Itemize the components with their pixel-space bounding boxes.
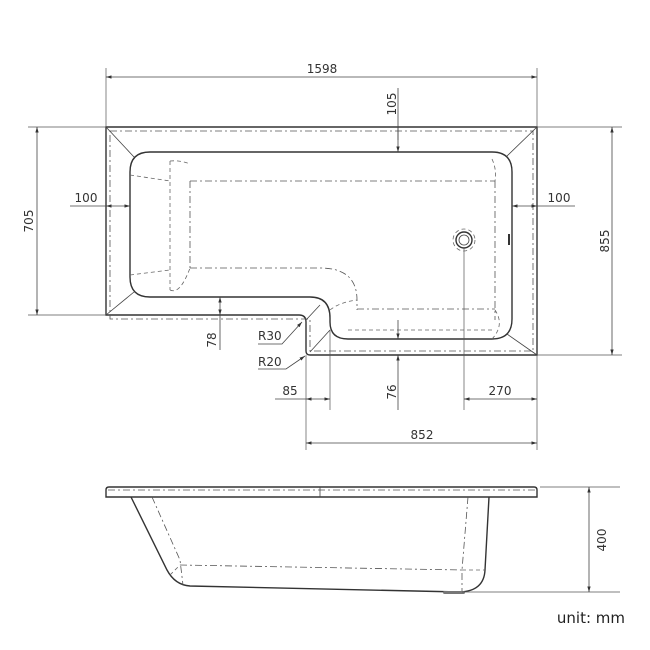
overflow-icon [508, 234, 510, 245]
top-view-dimensions: 1598 105 705 855 100 100 78 R30 R20 85 7… [22, 62, 622, 450]
outer-rim-outline [105, 126, 538, 356]
basin-floor-hidden [189, 180, 496, 320]
dim-rim-top: 105 [385, 93, 399, 116]
side-view [105, 486, 538, 594]
dim-wide-width: 855 [598, 230, 612, 253]
basin-outline [129, 151, 513, 340]
dim-wide-length: 852 [411, 428, 434, 442]
corner-chamfer-lines [105, 126, 538, 356]
dim-narrow-width: 705 [22, 210, 36, 233]
dim-rim-right: 100 [548, 191, 571, 205]
dim-rim-left: 100 [75, 191, 98, 205]
rim-profile [105, 486, 538, 498]
dim-drain-offset: 270 [489, 384, 512, 398]
drain-icon [452, 228, 476, 252]
basin-fillet-hidden [129, 158, 500, 340]
top-view [105, 126, 538, 356]
side-view-dimensions: 400 [462, 486, 620, 593]
dim-radius-outer: R20 [258, 355, 282, 369]
tub-body-hidden [151, 496, 469, 592]
tub-body-outline [130, 496, 490, 593]
dim-height: 400 [595, 529, 609, 552]
dim-step-rim: 78 [205, 332, 219, 347]
rim-hidden-line [109, 130, 534, 352]
dim-overall-length: 1598 [307, 62, 338, 76]
dim-step-offset: 85 [282, 384, 297, 398]
dim-radius-inner: R30 [258, 329, 282, 343]
dim-front-rim: 76 [385, 384, 399, 399]
waste-outlet-icon [443, 591, 465, 594]
unit-label: unit: mm [557, 609, 625, 627]
